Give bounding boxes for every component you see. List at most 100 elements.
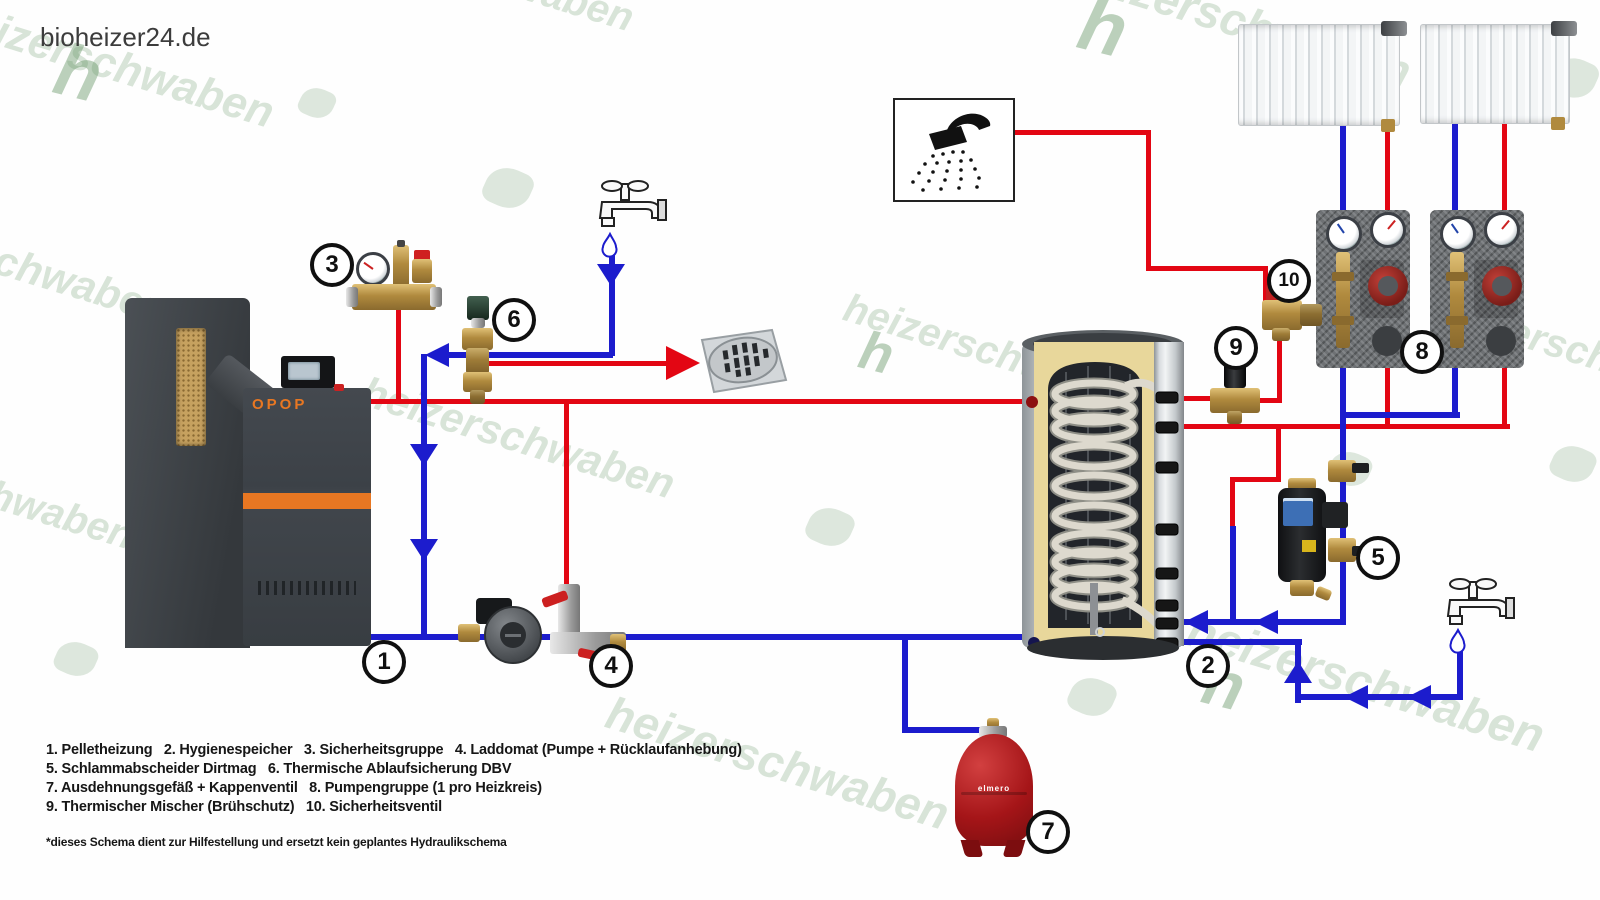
- temperature-gauge-red: [1370, 212, 1406, 248]
- marker-3: 3: [310, 243, 354, 287]
- flow-arrow: [666, 346, 700, 380]
- boiler-button: [334, 384, 344, 391]
- watermark-text: heizerschwaben: [0, 425, 139, 559]
- brass-union: [1332, 272, 1354, 281]
- valve-handle: [1352, 463, 1369, 473]
- watermark-text: heizerschwaben: [0, 0, 280, 138]
- insulation-hole: [1486, 326, 1516, 356]
- legend-line: 1. Pelletheizung 2. Hygienespeicher 3. S…: [46, 742, 742, 758]
- safety-valve-cap: [414, 250, 430, 261]
- watermark-leaf: [1064, 670, 1120, 724]
- brass-union: [1332, 316, 1354, 325]
- inlet-fitting: [458, 624, 480, 642]
- orange-band: [243, 493, 371, 509]
- marker-4: 4: [589, 644, 633, 688]
- safety-group: [346, 240, 442, 314]
- legend-line: 5. Schlammabscheider Dirtmag 6. Thermisc…: [46, 761, 512, 777]
- dirt-separator: [1272, 452, 1376, 604]
- mixer-body: [1210, 388, 1260, 413]
- pipe-segment: [1385, 366, 1390, 426]
- marker-6: 6: [492, 298, 536, 342]
- watermark-h-glyph: h: [853, 319, 900, 387]
- ball-valve: [1328, 538, 1356, 562]
- valve-tail: [470, 390, 485, 404]
- watermark-h-glyph: h: [1070, 0, 1137, 75]
- tee-connector: [1322, 502, 1348, 528]
- radiator-valve-icon: [1381, 21, 1407, 36]
- watermark-leaf: [478, 160, 538, 216]
- union-nut: [430, 287, 442, 307]
- pipe-segment: [1230, 477, 1235, 528]
- watermark-text: heizerschwaben: [356, 367, 681, 508]
- pipe-segment: [360, 634, 1040, 640]
- radiator: [1420, 21, 1577, 130]
- cap-valve: [987, 718, 999, 728]
- boiler-brand-label: OPOP: [252, 396, 308, 413]
- watermark-text: heizerschwaben: [330, 0, 638, 41]
- watermark-leaf: [1546, 439, 1600, 489]
- valve-neck: [471, 318, 485, 328]
- pellet-window: [176, 328, 206, 446]
- pipe-segment: [902, 638, 908, 732]
- marker-8: 8: [1400, 330, 1444, 374]
- watermark-leaf: [50, 635, 102, 683]
- vent-slots: [258, 581, 356, 595]
- tank-ports: [1155, 391, 1179, 650]
- pipe-segment: [477, 361, 672, 366]
- faucet-icon: [1446, 578, 1515, 654]
- pipe-segment: [902, 727, 994, 733]
- pipe-segment: [1247, 398, 1282, 403]
- watermark-leaf: [295, 82, 339, 124]
- valve-lower: [463, 372, 492, 392]
- shower-symbol: [893, 98, 1015, 202]
- pipe-segment: [1340, 412, 1460, 418]
- thermal-discharge-valve: [460, 296, 496, 406]
- insulation-hole: [1372, 326, 1402, 356]
- vessel-seam: [961, 792, 1027, 795]
- pipe-segment: [1502, 366, 1507, 426]
- gauge-needle: [1387, 219, 1396, 230]
- brass-riser: [1336, 252, 1350, 348]
- pipe-segment: [1340, 126, 1346, 218]
- pipe-segment: [1158, 424, 1510, 429]
- flow-arrow: [597, 264, 625, 286]
- pipe-segment: [1146, 266, 1268, 271]
- pipe-segment: [1385, 127, 1390, 217]
- vessel-body: [955, 734, 1033, 846]
- pipe-segment: [1168, 639, 1302, 645]
- drain-cap: [1314, 585, 1333, 602]
- pipe-segment: [396, 309, 401, 401]
- pipe-segment: [421, 354, 427, 640]
- air-vent: [393, 245, 409, 287]
- valve-body: [1262, 300, 1302, 330]
- marker-10: 10: [1267, 259, 1311, 303]
- brass-riser: [1450, 252, 1464, 348]
- union-nut: [346, 287, 358, 307]
- floor-drain: [700, 328, 788, 394]
- flow-arrow: [425, 343, 449, 367]
- legend-line: 7. Ausdehnungsgefäß + Kappenventil 8. Pu…: [46, 780, 542, 796]
- pipe-segment: [564, 402, 569, 600]
- valve-bottom-nut: [1272, 328, 1290, 341]
- gauge-needle: [1336, 223, 1345, 234]
- pipe-segment: [1277, 338, 1282, 402]
- pipe-segment: [431, 352, 613, 358]
- warning-sticker: [1302, 540, 1316, 552]
- radiator: [1238, 21, 1407, 132]
- pipe-segment: [609, 250, 615, 356]
- shower-icon: [911, 113, 991, 192]
- flow-arrow: [1284, 661, 1312, 683]
- flow-arrow: [1184, 610, 1208, 634]
- marker-2: 2: [1186, 644, 1230, 688]
- pipe-segment: [355, 399, 1035, 404]
- pipe-segment: [1230, 526, 1236, 623]
- flow-arrow: [410, 444, 438, 466]
- pipe-segment: [1340, 366, 1346, 416]
- pipe-segment: [1146, 130, 1151, 271]
- ball-valve: [1328, 460, 1356, 482]
- valve-cap: [467, 296, 489, 320]
- pump-cap: [1378, 276, 1398, 296]
- pump-slot: [505, 634, 521, 637]
- watermark-leaf: [802, 500, 858, 554]
